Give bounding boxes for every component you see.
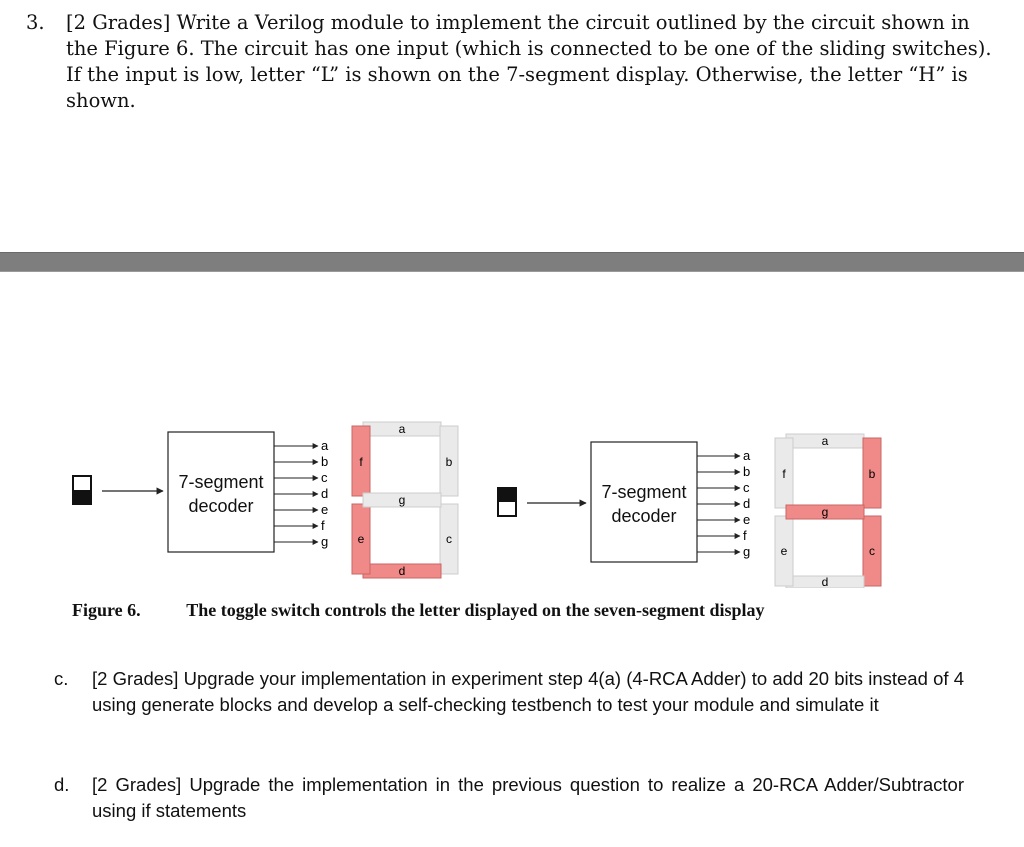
decoder-label-line2: decoder xyxy=(188,496,253,516)
toggle-switch-low xyxy=(72,475,92,505)
svg-text:a: a xyxy=(822,434,829,448)
item-c-letter: c. xyxy=(54,668,69,689)
segment-g xyxy=(785,504,865,520)
output-e: e xyxy=(321,502,328,517)
svg-text:f: f xyxy=(359,455,363,469)
question-3: 3. [2 Grades] Write a Verilog module to … xyxy=(26,10,1006,114)
svg-text:c: c xyxy=(869,544,875,558)
toggle-switch-high xyxy=(497,487,517,517)
item-d-text: [2 Grades] Upgrade the implementation in… xyxy=(92,774,964,821)
output-e: e xyxy=(743,512,750,527)
svg-text:d: d xyxy=(822,575,829,588)
segment-e xyxy=(774,515,794,587)
question-text: [2 Grades] Write a Verilog module to imp… xyxy=(66,11,992,112)
output-g: g xyxy=(743,544,750,559)
output-a: a xyxy=(743,448,751,463)
item-c: c. [2 Grades] Upgrade your implementatio… xyxy=(54,666,964,718)
question-number: 3. xyxy=(26,11,45,34)
right-circuit: 7-segment decoder a b c d e f g a b c xyxy=(497,433,882,588)
item-d-letter: d. xyxy=(54,774,70,795)
seven-segment-display-H: a b c d e f g xyxy=(774,433,882,588)
svg-text:g: g xyxy=(399,493,406,507)
output-c: c xyxy=(321,470,328,485)
svg-text:e: e xyxy=(781,544,788,558)
svg-text:e: e xyxy=(358,532,365,546)
svg-text:f: f xyxy=(782,467,786,481)
output-f: f xyxy=(743,528,747,543)
segment-f xyxy=(774,437,794,509)
output-b: b xyxy=(743,464,750,479)
figure-caption-label: Figure 6. xyxy=(72,600,141,620)
figure-caption: Figure 6. The toggle switch controls the… xyxy=(72,600,972,621)
page-divider xyxy=(0,252,1024,272)
item-c-text: [2 Grades] Upgrade your implementation i… xyxy=(92,668,964,715)
svg-text:g: g xyxy=(822,505,829,519)
figure-caption-text: The toggle switch controls the letter di… xyxy=(186,600,765,620)
decoder-box xyxy=(590,441,698,563)
seven-segment-display-L: a b c d e f g xyxy=(351,421,459,579)
output-a: a xyxy=(321,438,329,453)
svg-text:d: d xyxy=(399,564,406,578)
output-d: d xyxy=(743,496,750,511)
segment-c xyxy=(439,503,459,575)
segment-b xyxy=(439,425,459,497)
segment-b xyxy=(862,437,882,509)
decoder-outputs: a b c d e f g xyxy=(697,448,751,559)
svg-text:a: a xyxy=(399,422,406,436)
svg-text:c: c xyxy=(446,532,452,546)
segment-g xyxy=(362,492,442,508)
segment-f xyxy=(351,425,371,497)
decoder-outputs: a b c d e f g xyxy=(274,438,329,549)
svg-text:b: b xyxy=(869,467,876,481)
decoder-label-line2: decoder xyxy=(611,506,676,526)
output-f: f xyxy=(321,518,325,533)
decoder-label-line1: 7-segment xyxy=(601,482,686,502)
item-d: d. [2 Grades] Upgrade the implementation… xyxy=(54,772,964,824)
segment-e xyxy=(351,503,371,575)
svg-text:b: b xyxy=(446,455,453,469)
output-b: b xyxy=(321,454,328,469)
segment-c xyxy=(862,515,882,587)
figure-6-diagram: 7-segment decoder a b c d e f g a b c xyxy=(72,421,882,588)
output-d: d xyxy=(321,486,328,501)
output-c: c xyxy=(743,480,750,495)
decoder-box xyxy=(167,431,275,553)
decoder-label-line1: 7-segment xyxy=(178,472,263,492)
left-circuit: 7-segment decoder a b c d e f g a b c xyxy=(72,421,459,579)
output-g: g xyxy=(321,534,328,549)
